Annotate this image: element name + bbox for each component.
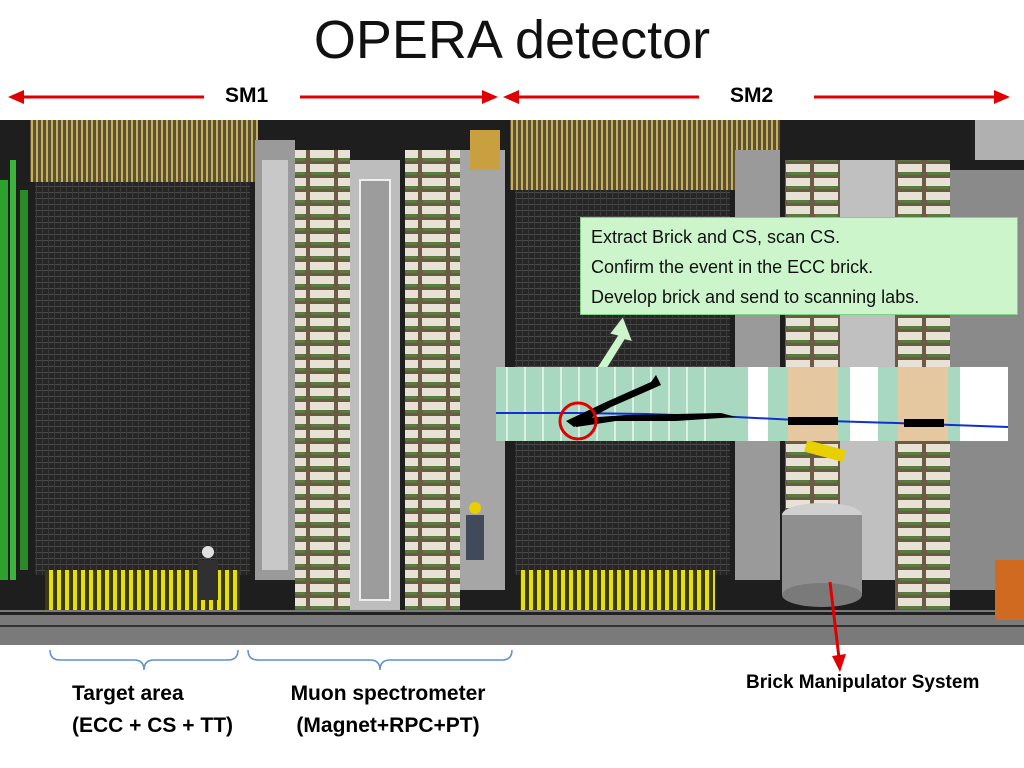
- sm1-right-arrow: [300, 90, 498, 104]
- bms-label: Brick Manipulator System: [746, 672, 980, 693]
- muon-spectrometer-label: Muon spectrometer (Magnet+RPC+PT): [262, 678, 514, 742]
- muon-spectrometer-brace: [247, 649, 513, 671]
- sm2-right-arrow: [814, 90, 1010, 104]
- target-area-line-1: Target area: [72, 682, 184, 705]
- callout-line-3: Develop brick and send to scanning labs.: [591, 287, 920, 307]
- sm1-left-arrow: [8, 90, 204, 104]
- target-area-line-2: (ECC + CS + TT): [72, 714, 234, 737]
- callout-line-2: Confirm the event in the ECC brick.: [591, 257, 874, 277]
- callout-box: Extract Brick and CS, scan CS. Confirm t…: [580, 217, 1018, 315]
- muon-line-2: (Magnet+RPC+PT): [296, 714, 480, 737]
- sm2-label: SM2: [730, 84, 774, 107]
- sm2-left-arrow: [503, 90, 699, 104]
- callout-line-1: Extract Brick and CS, scan CS.: [591, 227, 841, 247]
- event-display: [496, 367, 1008, 441]
- target-area-label: Target area (ECC + CS + TT): [60, 678, 260, 742]
- bms-arrow: [828, 581, 846, 672]
- sm1-label: SM1: [225, 84, 269, 107]
- target-area-brace: [49, 649, 239, 671]
- slide-title: OPERA detector: [313, 10, 711, 70]
- muon-line-1: Muon spectrometer: [290, 682, 486, 705]
